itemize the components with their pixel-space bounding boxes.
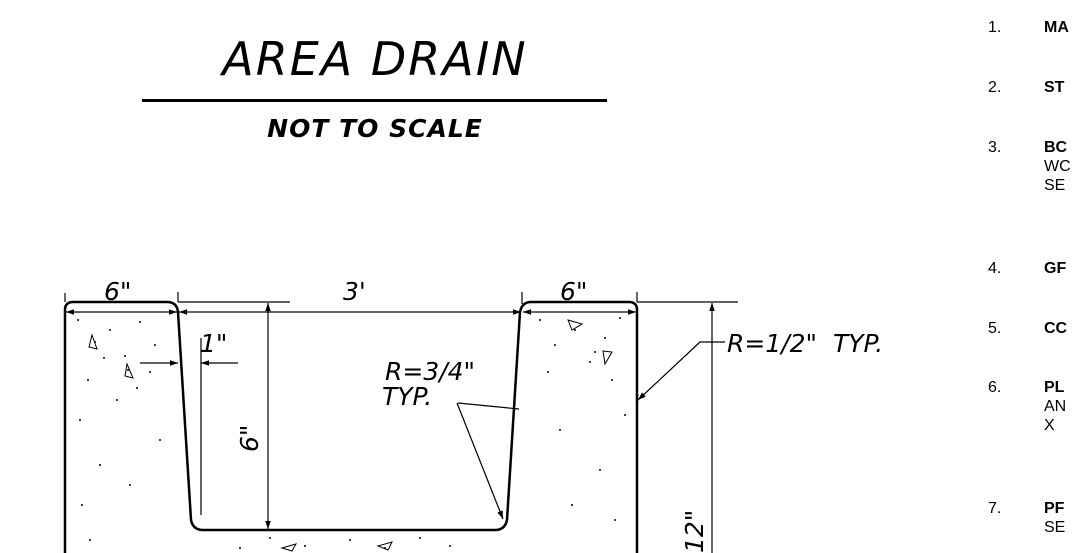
note-number: 5. [988, 320, 1002, 337]
concrete-stipple [77, 317, 626, 549]
right-width-label: 6" [560, 277, 587, 306]
general-notes: 1. MA 2. ST 3. BC WC SE 4. GF 5. CC 6. P… [988, 0, 1072, 553]
note-title: PL [1044, 379, 1065, 396]
note-line: SE [1044, 177, 1066, 194]
title-underline [142, 99, 607, 102]
concrete-section-outline [63, 300, 639, 553]
leader-lines [456, 341, 725, 520]
note-number: 2. [988, 79, 1002, 96]
left-width-label: 6" [104, 277, 131, 306]
note-number: 1. [988, 19, 1002, 36]
note-line: AN [1044, 398, 1067, 415]
note-title: BC [1044, 139, 1068, 156]
note-number: 6. [988, 379, 1002, 396]
detail-title: AREA DRAIN [222, 32, 528, 86]
note-title: MA [1044, 19, 1069, 36]
note-number: 4. [988, 260, 1002, 277]
note-title: PF [1044, 500, 1065, 517]
note-line: SE [1044, 519, 1066, 536]
total-depth-label: 12" [680, 510, 709, 553]
channel-depth-label: 6" [235, 425, 264, 452]
detail-subtitle: NOT TO SCALE [267, 114, 483, 143]
extension-lines [64, 292, 738, 531]
note-line: WC [1044, 158, 1071, 175]
edge-radius-label: R=1/2" TYP. [727, 329, 883, 358]
bottom-radius-typ-label: TYP. [382, 382, 432, 411]
bottom-radius-label: R=3/4" [385, 357, 475, 386]
note-line: X [1044, 417, 1055, 434]
aggregate-triangles [88, 319, 613, 552]
note-number: 3. [988, 139, 1002, 156]
note-title: ST [1044, 79, 1065, 96]
note-title: CC [1044, 320, 1068, 337]
note-title: GF [1044, 260, 1067, 277]
note-number: 7. [988, 500, 1002, 517]
center-width-label: 3' [343, 277, 366, 306]
wall-offset-label: 1" [200, 329, 227, 358]
